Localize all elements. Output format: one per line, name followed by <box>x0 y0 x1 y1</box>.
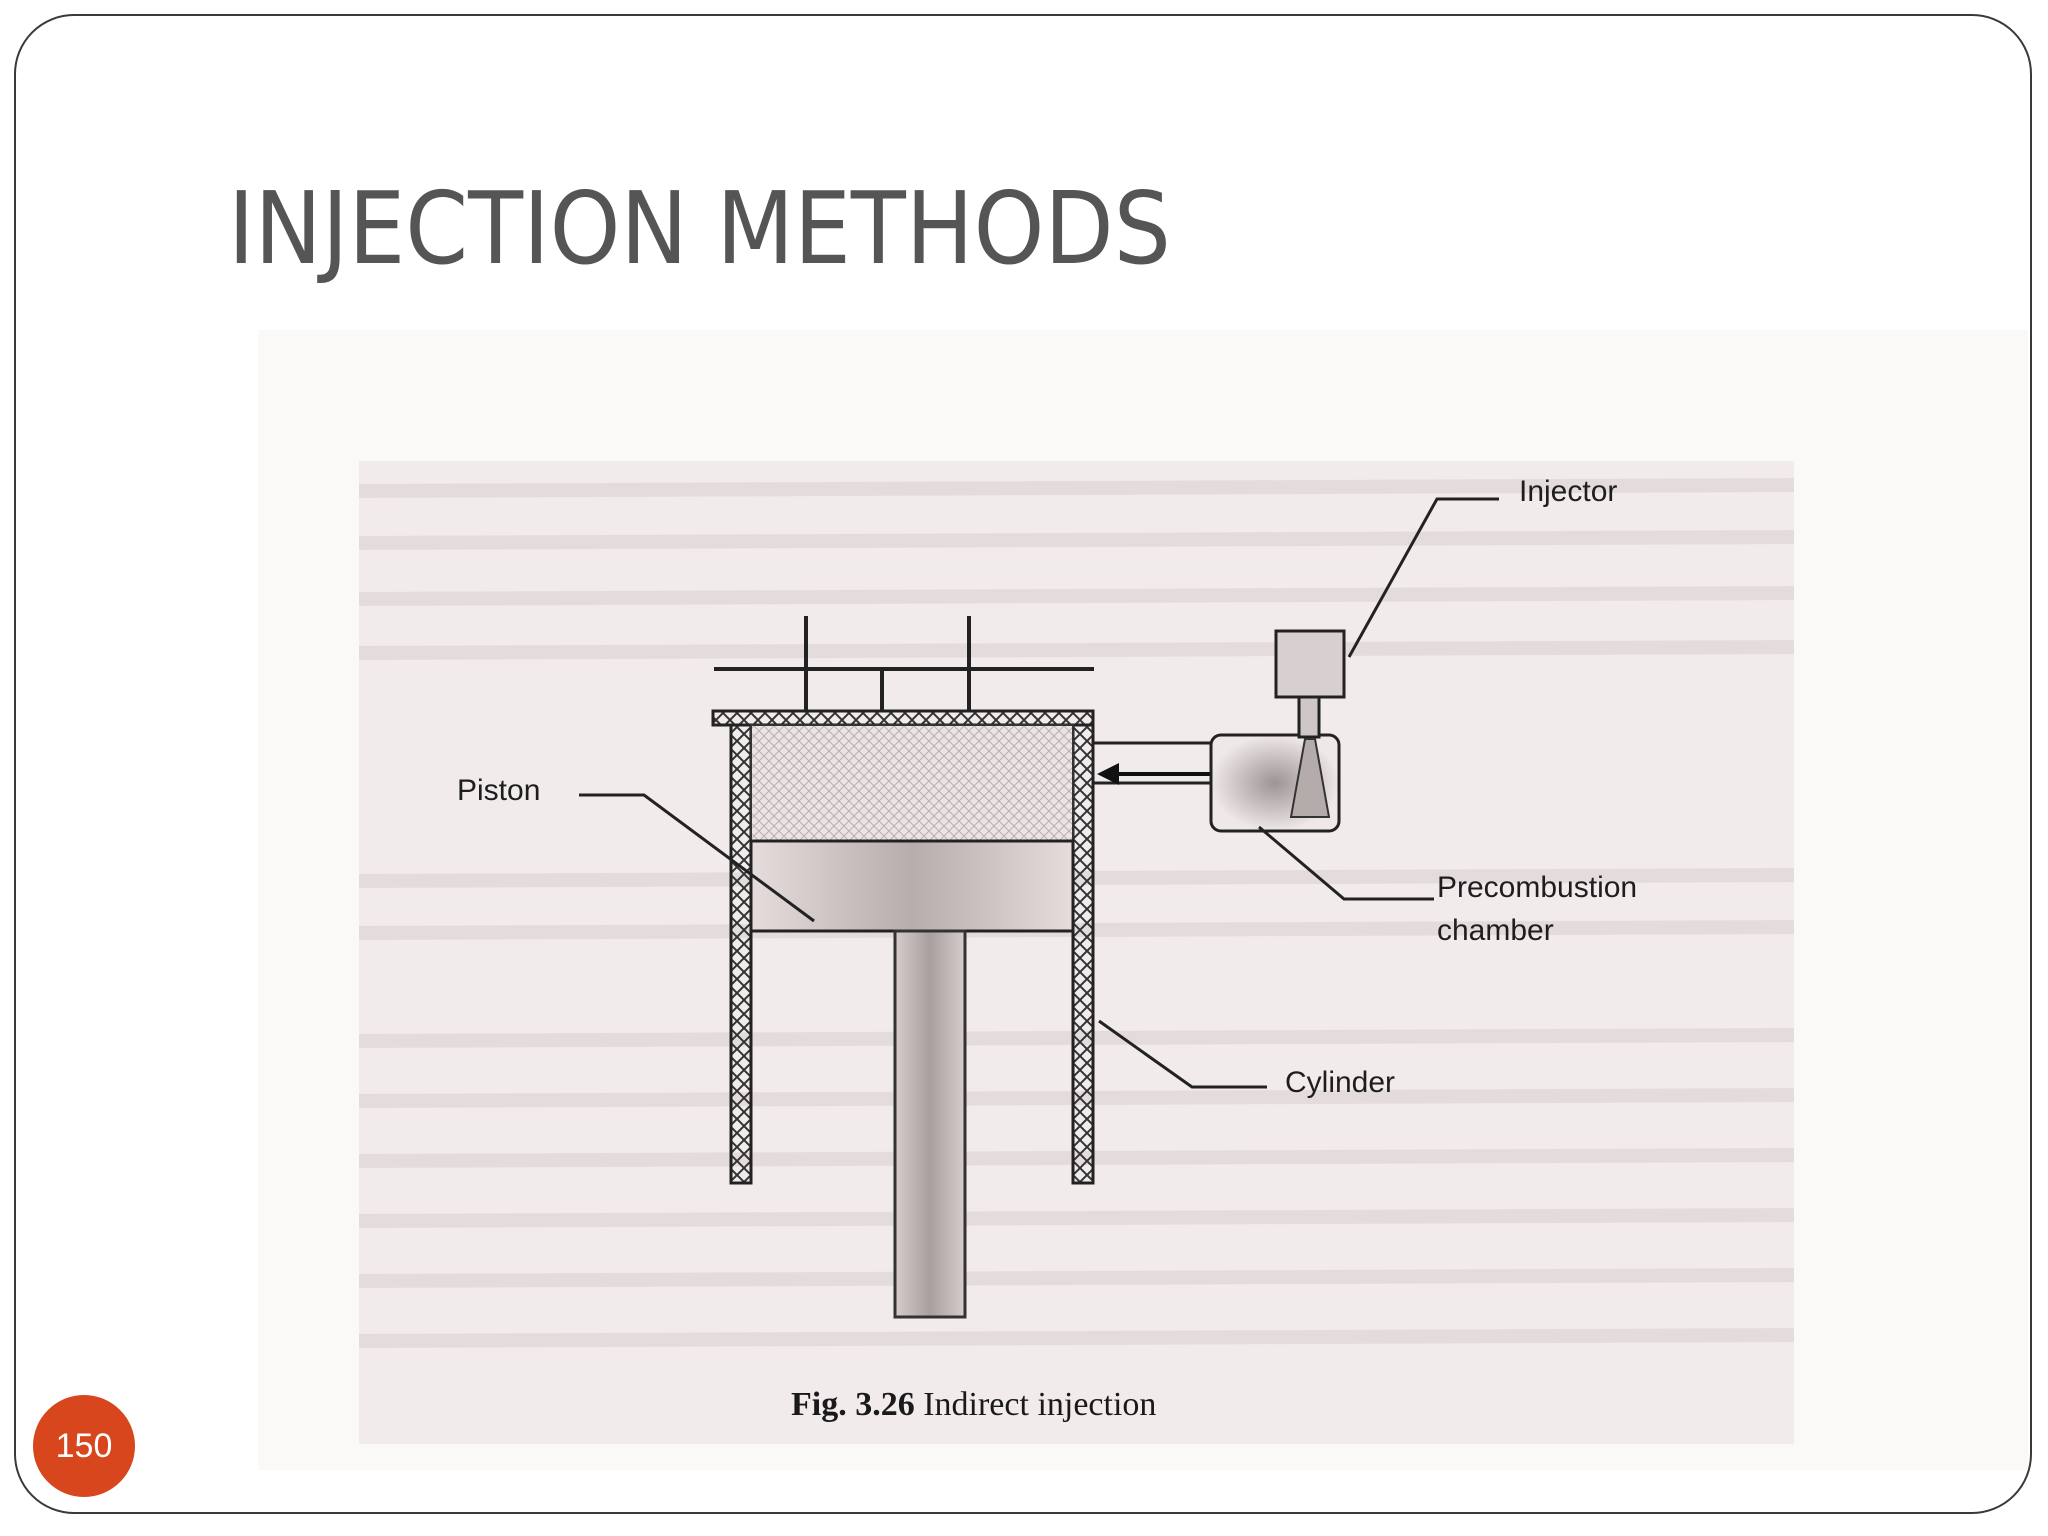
spray-cone <box>1289 738 1331 818</box>
indirect-injection-diagram <box>359 478 1794 1348</box>
injector-body <box>1274 629 1346 699</box>
combustion-space <box>750 724 1074 842</box>
label-injector: Injector <box>1519 475 1618 508</box>
caption-text: Indirect injection <box>923 1386 1157 1423</box>
label-chamber: chamber <box>1437 914 1554 947</box>
valve-bars <box>714 616 1094 711</box>
page-number-badge: 150 <box>33 1395 135 1497</box>
leader-lines <box>579 497 1499 1089</box>
cylinder-wall-left <box>729 723 753 1185</box>
cylinder-wall-right <box>1071 723 1095 1185</box>
label-cylinder: Cylinder <box>1285 1066 1396 1099</box>
label-piston: Piston <box>457 774 541 807</box>
figure-caption: Fig. 3.26 Indirect injection <box>791 1386 1156 1424</box>
label-precombustion: Precombustion <box>1437 871 1638 904</box>
piston <box>749 839 1075 933</box>
injector-nozzle <box>1297 695 1321 739</box>
caption-number: Fig. 3.26 <box>791 1386 915 1423</box>
cylinder-head <box>711 709 1095 727</box>
connecting-rod <box>893 929 967 1319</box>
slide-title: INJECTION METHODS <box>228 170 1171 287</box>
figure-indirect-injection: Injector Piston Precombustion chamber Cy… <box>359 461 1794 1444</box>
